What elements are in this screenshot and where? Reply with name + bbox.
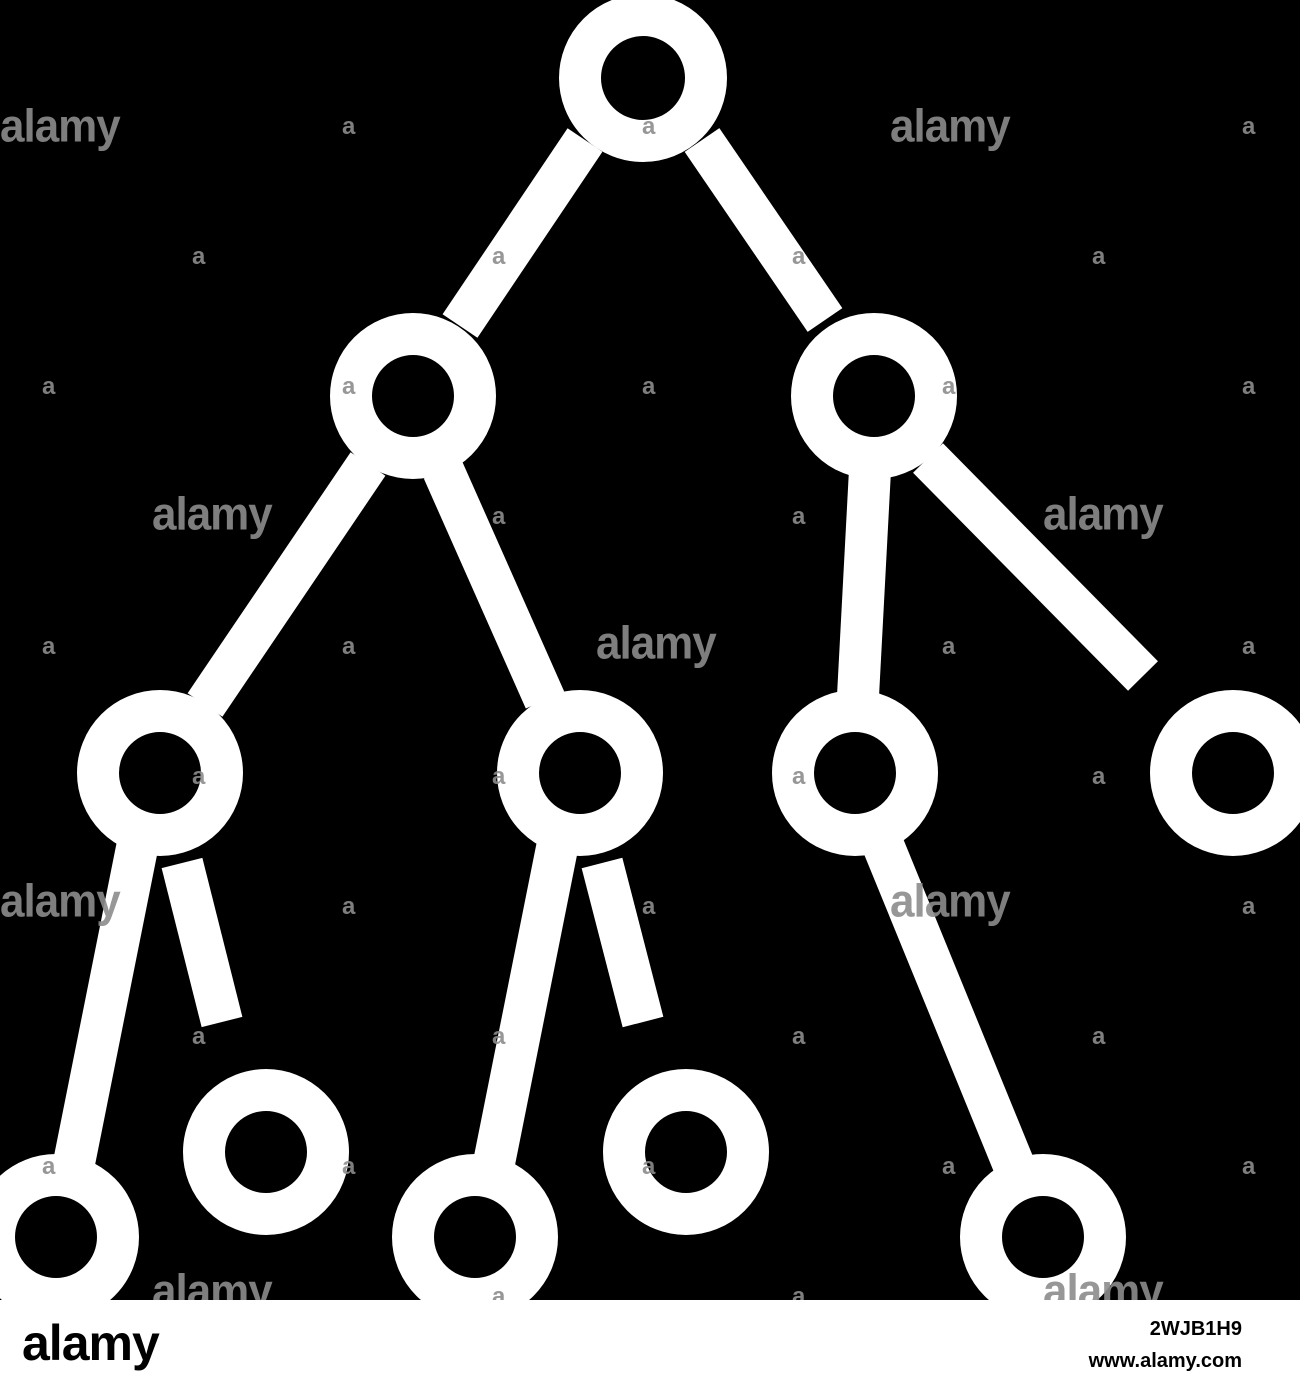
watermark-mark: a: [642, 373, 655, 400]
watermark-text: alamy: [152, 1265, 273, 1300]
watermark-mark: a: [1092, 1023, 1105, 1050]
stock-footer-bar: alamy 2WJB1H9 www.alamy.com: [0, 1300, 1300, 1390]
watermark-text: alamy: [0, 100, 121, 153]
watermark-mark: a: [192, 243, 205, 270]
watermark-text: alamy: [890, 100, 1011, 153]
image-id: 2WJB1H9: [1149, 1318, 1242, 1340]
tree-edge-3: [187, 452, 386, 717]
watermark-mark: a: [1092, 243, 1105, 270]
watermark-mark: a: [342, 633, 355, 660]
tree-node-level3-a: [0, 1154, 139, 1300]
watermark-text: alamy: [890, 875, 1011, 928]
tree-edge-9: [472, 838, 579, 1173]
watermark-mark: a: [1242, 113, 1255, 140]
watermark-mark: a: [492, 1023, 505, 1050]
watermark-mark: a: [642, 113, 655, 140]
watermark-text: alamy: [1043, 488, 1164, 541]
watermark-mark: a: [942, 1153, 955, 1180]
watermark-mark: a: [792, 1023, 805, 1050]
tree-node-level1-left: [330, 313, 496, 479]
watermark-mark: a: [192, 763, 205, 790]
watermark-text: alamy: [1043, 1265, 1164, 1300]
tree-edge-6: [913, 443, 1158, 691]
watermark-text: alamy: [152, 488, 273, 541]
tree-edge-10: [581, 857, 664, 1028]
tree-edge-7: [52, 838, 159, 1173]
tree-edge-2: [684, 128, 843, 332]
tree-node-level3-e: [960, 1154, 1126, 1300]
watermark-mark: a: [342, 113, 355, 140]
watermark-mark: a: [42, 633, 55, 660]
site-url: www.alamy.com: [1088, 1350, 1242, 1372]
watermark-mark: a: [342, 1153, 355, 1180]
watermark-text: alamy: [0, 875, 121, 928]
tree-edge-4: [423, 461, 565, 709]
watermark-mark: a: [792, 243, 805, 270]
tree-node-level3-b: [183, 1069, 349, 1235]
tree-node-level2-d: [1150, 690, 1300, 856]
watermark-mark: a: [492, 1283, 505, 1301]
watermark-mark: a: [1242, 1153, 1255, 1180]
watermark-mark: a: [642, 1153, 655, 1180]
tree-node-level2-b: [497, 690, 663, 856]
watermark-mark: a: [642, 893, 655, 920]
alamy-logo: alamy: [22, 1315, 160, 1371]
watermark-mark: a: [1242, 893, 1255, 920]
tree-node-root: [559, 0, 727, 162]
watermark-mark: a: [1092, 763, 1105, 790]
tree-diagram-artwork: alamy alamy alamy alamy alamy alamy alamy alamy…: [0, 0, 1300, 1300]
watermark-mark: a: [342, 893, 355, 920]
tree-edge-1: [442, 128, 603, 338]
watermark-mark: a: [1242, 633, 1255, 660]
tree-node-level2-a: [77, 690, 243, 856]
watermark-mark: a: [792, 503, 805, 530]
tree-edge-11: [863, 837, 1035, 1176]
tree-edge-8: [161, 857, 243, 1028]
watermark-text: alamy: [596, 617, 717, 670]
watermark-mark: a: [792, 763, 805, 790]
watermark-mark: a: [942, 373, 955, 400]
watermark-mark: a: [492, 243, 505, 270]
watermark-mark: a: [42, 1153, 55, 1180]
tree-structure-icon: [0, 0, 1300, 1300]
watermark-mark: a: [492, 763, 505, 790]
watermark-mark: a: [792, 1283, 805, 1301]
watermark-mark: a: [192, 1023, 205, 1050]
tree-edge-5: [837, 468, 891, 698]
watermark-mark: a: [1242, 373, 1255, 400]
watermark-mark: a: [342, 373, 355, 400]
tree-node-level3-d: [603, 1069, 769, 1235]
tree-node-level2-c: [772, 690, 938, 856]
watermark-mark: a: [942, 633, 955, 660]
watermark-mark: a: [42, 373, 55, 400]
watermark-mark: a: [492, 503, 505, 530]
tree-node-level3-c: [392, 1154, 558, 1300]
tree-node-level1-right: [791, 313, 957, 479]
